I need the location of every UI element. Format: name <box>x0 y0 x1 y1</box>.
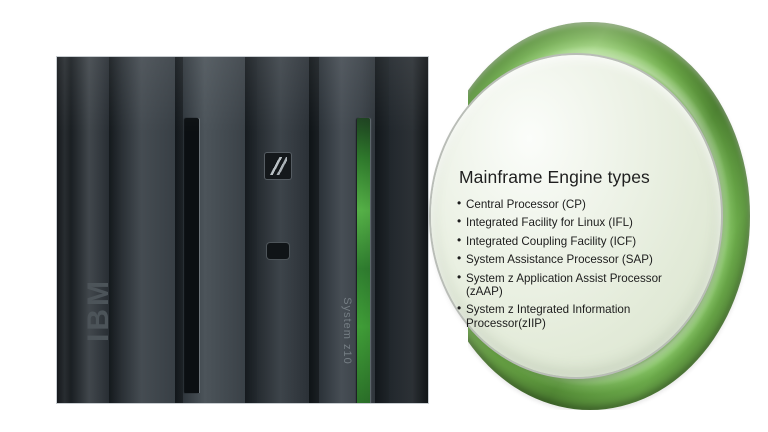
chassis-panel <box>175 57 183 403</box>
list-item: Integrated Facility for Linux (IFL) <box>457 215 693 229</box>
chassis-door-slot <box>185 118 199 393</box>
mainframe-photo: IBM System z10 <box>57 57 428 403</box>
list-item: System Assistance Processor (SAP) <box>457 252 693 266</box>
ibm-logo: IBM <box>82 278 115 342</box>
chassis-panel <box>389 57 428 403</box>
chassis-panel <box>375 57 389 403</box>
mainframe-engine-types-callout: Mainframe Engine types Central Processor… <box>430 22 750 410</box>
chassis-panel <box>109 57 119 403</box>
chassis-panel <box>257 57 309 403</box>
chassis-panel <box>57 57 71 403</box>
chassis-panel <box>245 57 257 403</box>
page-title: Mainframe Engine types <box>459 167 650 187</box>
engine-types-list: Central Processor (CP) Integrated Facili… <box>457 197 693 330</box>
list-item: System z Application Assist Processor (z… <box>457 271 693 299</box>
callout-inner-disc: Mainframe Engine types Central Processor… <box>431 55 721 377</box>
system-z-emblem-icon <box>265 153 291 179</box>
system-model-label: System z10 <box>341 297 353 365</box>
chassis-panel <box>119 57 175 403</box>
callout-content: Mainframe Engine types Central Processor… <box>457 167 693 335</box>
list-item: System z Integrated Information Processo… <box>457 302 693 330</box>
chassis-panel <box>71 57 109 403</box>
z-glyph <box>269 157 287 175</box>
list-item: Integrated Coupling Facility (ICF) <box>457 234 693 248</box>
chassis-panel <box>309 57 319 403</box>
list-item: Central Processor (CP) <box>457 197 693 211</box>
chassis-vent-badge <box>267 243 289 259</box>
green-indicator-strip-icon <box>357 118 370 403</box>
